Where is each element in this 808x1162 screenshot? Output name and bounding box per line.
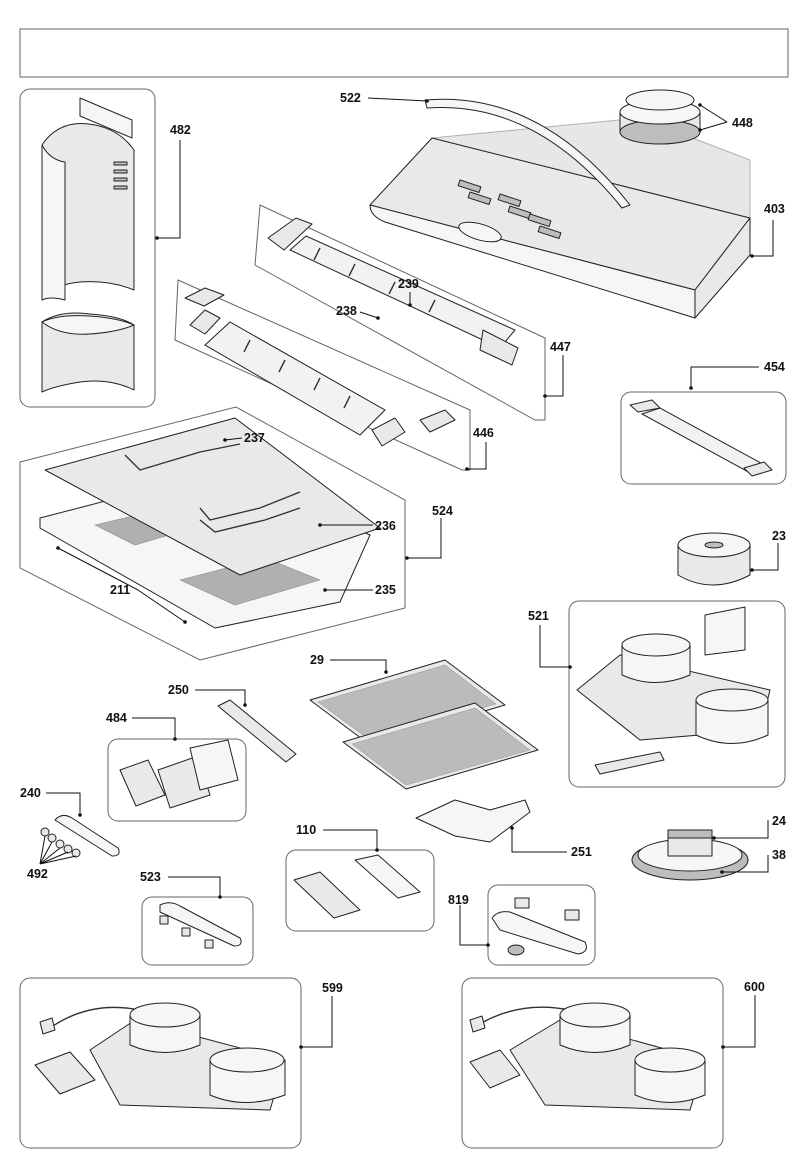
group-484-switch-block — [107, 738, 247, 822]
callout-484: 484 — [106, 711, 127, 725]
callout-211: 211 — [110, 583, 130, 597]
callout-447: 447 — [550, 340, 571, 354]
group-251-bracket — [415, 799, 531, 843]
callout-448: 448 — [732, 116, 753, 130]
callout-251: 251 — [571, 845, 592, 859]
callout-110: 110 — [296, 823, 316, 837]
callout-236: 236 — [375, 519, 396, 533]
callout-239: 239 — [398, 277, 419, 291]
group-448-damper — [619, 89, 701, 145]
group-447-light-panel — [254, 204, 546, 421]
leader-lines — [39, 97, 779, 1049]
callout-600: 600 — [744, 980, 765, 994]
callout-237: 237 — [244, 431, 265, 445]
group-600-motor-assembly — [461, 977, 724, 1149]
callout-250: 250 — [168, 683, 189, 697]
group-403-hood — [369, 98, 751, 319]
group-819-button-panel — [487, 884, 596, 966]
group-599-motor-assembly — [19, 977, 302, 1149]
callout-38: 38 — [772, 848, 786, 862]
callout-29: 29 — [310, 653, 324, 667]
callout-238: 238 — [336, 304, 357, 318]
group-110-control-module — [285, 849, 435, 932]
callout-24: 24 — [772, 814, 786, 828]
callout-482: 482 — [170, 123, 191, 137]
callout-523: 523 — [140, 870, 161, 884]
callout-521: 521 — [528, 609, 549, 623]
group-454-light-bar — [620, 391, 787, 485]
callout-522: 522 — [340, 91, 361, 105]
group-523-knob-cover — [141, 896, 254, 966]
group-24-38-capacitor — [631, 829, 749, 881]
group-23-fan-wheel — [677, 532, 751, 586]
callout-235: 235 — [375, 583, 396, 597]
callout-23: 23 — [772, 529, 786, 543]
callout-446: 446 — [473, 426, 494, 440]
callout-labels: 522 448 482 403 239 238 447 454 237 446 … — [20, 91, 786, 995]
callout-240: 240 — [20, 786, 41, 800]
group-521-motor-housing — [568, 600, 786, 788]
callout-454: 454 — [764, 360, 785, 374]
callout-403: 403 — [764, 202, 785, 216]
group-29-grease-filters — [309, 659, 539, 790]
group-524-filter-assembly — [19, 406, 406, 661]
callout-819: 819 — [448, 893, 469, 907]
group-482-chimney — [19, 88, 156, 408]
callout-492: 492 — [27, 867, 48, 881]
header-box — [19, 28, 789, 78]
callout-524: 524 — [432, 504, 453, 518]
group-250-control-strip — [217, 699, 297, 763]
callout-599: 599 — [322, 981, 343, 995]
group-240-knob-plate — [40, 814, 120, 858]
